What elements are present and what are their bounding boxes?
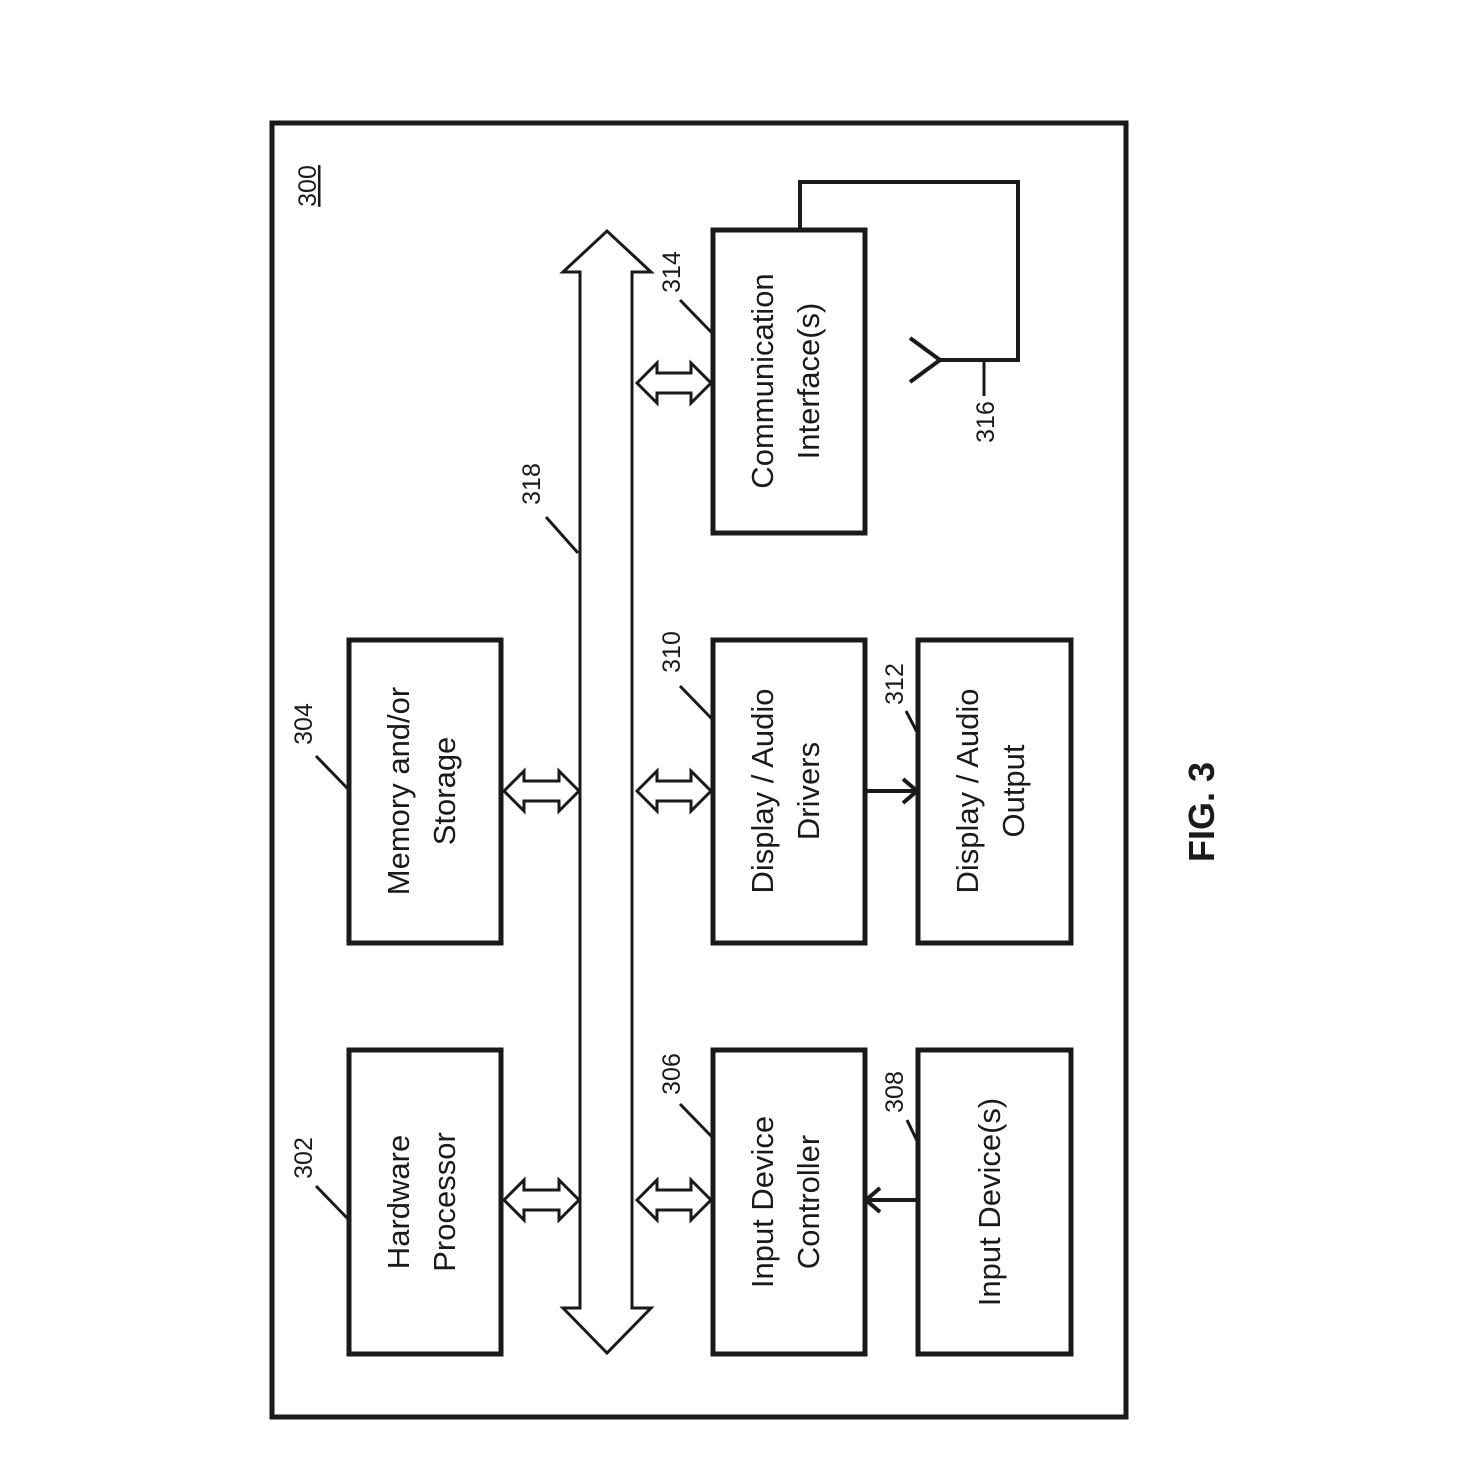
antenna-ref-label: 316 <box>972 401 1000 443</box>
display-audio-output-line2: Output <box>996 744 1031 837</box>
bus-leader-line <box>544 516 580 554</box>
memory-leader-line <box>314 754 351 792</box>
memory-ref-label: 304 <box>290 703 318 745</box>
input-devices-ref-label: 308 <box>881 1071 909 1113</box>
comm-bus-connector <box>634 359 714 407</box>
processor-bus-connector <box>501 1176 582 1224</box>
comm-leader-line <box>678 298 715 336</box>
hardware-processor-line1: Hardware <box>381 1135 416 1269</box>
display-audio-output-line1: Display / Audio <box>950 688 985 893</box>
device-ref-label: 300 <box>294 165 322 207</box>
drivers-to-output-arrowhead <box>901 777 921 805</box>
input-device-controller-line1: Input Device <box>745 1116 780 1288</box>
processor-leader-line <box>314 1184 351 1222</box>
display-audio-drivers-block <box>710 637 868 946</box>
display-audio-drivers-line1: Display / Audio <box>745 688 780 893</box>
input-to-controller-arrowhead <box>862 1186 882 1214</box>
hardware-processor-block <box>346 1047 504 1357</box>
comm-ref-label: 314 <box>658 251 686 293</box>
input-controller-ref-label: 306 <box>658 1053 686 1095</box>
input-device-controller-line2: Controller <box>791 1135 826 1269</box>
input-controller-bus-connector <box>634 1176 714 1224</box>
communication-interface-line2: Interface(s) <box>791 303 826 460</box>
antenna-feed-line <box>798 180 1020 362</box>
input-devices-line1: Input Device(s) <box>972 1098 1007 1306</box>
display-audio-drivers-line2: Drivers <box>791 742 826 840</box>
communication-interface-block <box>710 227 868 536</box>
bus-ref-label: 318 <box>518 463 546 505</box>
figure-caption: FIG. 3 <box>1181 762 1222 862</box>
display-audio-output-block <box>915 637 1074 946</box>
input-controller-leader-line <box>678 1102 715 1140</box>
drivers-leader-line <box>678 684 715 722</box>
input-devices-block <box>915 1047 1074 1357</box>
input-devices-leader-line <box>905 1119 920 1144</box>
output-ref-label: 312 <box>881 663 909 705</box>
antenna-icon <box>908 336 944 384</box>
drivers-bus-connector <box>634 767 714 815</box>
processor-ref-label: 302 <box>290 1137 318 1179</box>
input-device-controller-block <box>710 1047 868 1357</box>
system-bus-arrow <box>559 228 655 1356</box>
memory-storage-line2: Storage <box>427 737 462 846</box>
memory-storage-line1: Memory and/or <box>381 687 416 895</box>
drivers-ref-label: 310 <box>658 631 686 673</box>
memory-storage-block <box>346 637 504 946</box>
communication-interface-line1: Communication <box>745 273 780 488</box>
memory-bus-connector <box>501 767 582 815</box>
output-leader-line <box>904 710 920 735</box>
hardware-processor-line2: Processor <box>427 1132 462 1272</box>
